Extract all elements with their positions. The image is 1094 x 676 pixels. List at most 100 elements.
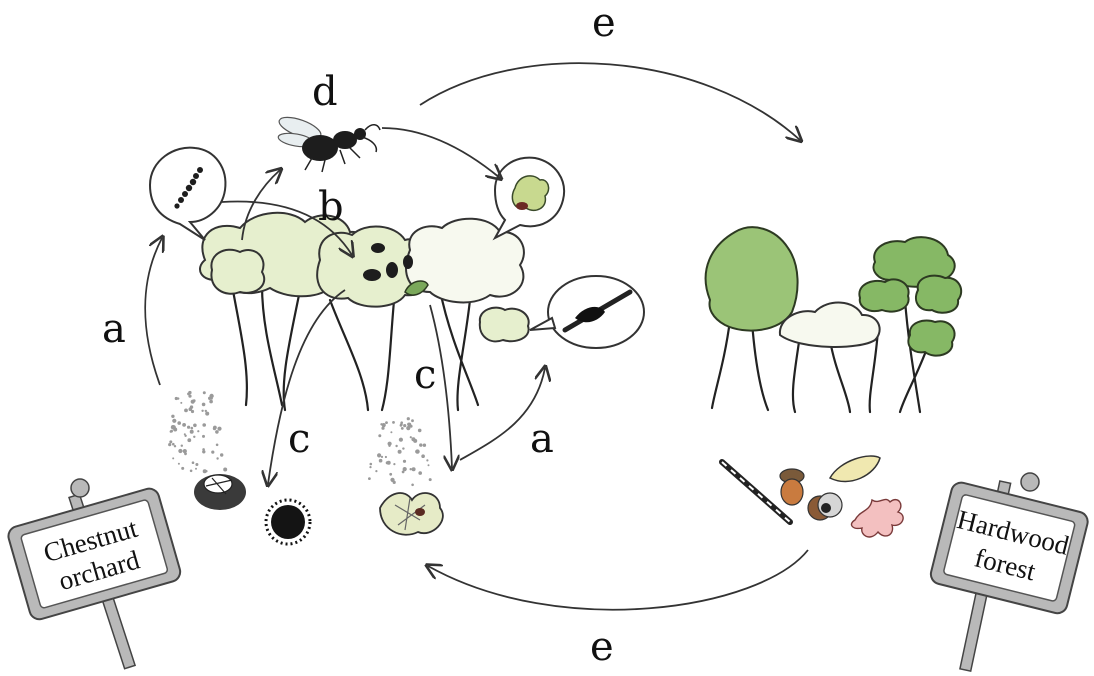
bubble-twig-canker: [530, 276, 644, 348]
stipple-dot: [429, 478, 432, 481]
stipple-dot: [403, 460, 406, 463]
label-c-left: c: [288, 416, 310, 462]
gall-icon: [512, 176, 548, 211]
pollen-dots-mid: [368, 417, 432, 486]
stipple-dot: [188, 395, 191, 398]
stipple-dot: [178, 449, 182, 453]
stipple-dot: [385, 456, 387, 458]
stipple-dot: [193, 424, 197, 428]
stipple-dot: [413, 439, 417, 443]
stipple-dot: [181, 445, 183, 447]
stipple-dot: [180, 402, 182, 404]
stipple-dot: [410, 436, 412, 438]
stipple-dot: [193, 399, 196, 402]
label-c-mid: c: [414, 352, 436, 398]
stipple-dot: [187, 426, 190, 429]
stipple-dot: [395, 445, 397, 447]
forest-twig-icon: [722, 462, 790, 522]
stipple-dot: [402, 447, 404, 449]
stipple-dot: [387, 461, 391, 465]
stipple-dot: [174, 445, 176, 447]
stipple-dot: [401, 427, 404, 430]
stipple-dot: [184, 433, 186, 435]
stipple-dot: [169, 440, 172, 443]
stipple-dot: [188, 391, 191, 394]
stipple-dot: [202, 403, 206, 407]
chestnut-orchard-trees: [200, 213, 529, 410]
stipple-dot: [390, 478, 394, 482]
stipple-dot: [216, 457, 218, 459]
stipple-dot: [378, 434, 381, 437]
stipple-dot: [428, 464, 430, 466]
stipple-dot: [426, 459, 428, 461]
stipple-dot: [398, 450, 402, 454]
stipple-dot: [407, 423, 410, 426]
stipple-dot: [389, 473, 392, 476]
hardwood-forest-trees: [706, 227, 962, 412]
stipple-dot: [190, 470, 193, 473]
stipple-dot: [400, 421, 403, 424]
stipple-dot: [187, 438, 191, 442]
stipple-dot: [393, 463, 395, 465]
stipple-dot: [213, 426, 217, 430]
label-d: d: [312, 69, 338, 115]
stipple-dot: [223, 468, 227, 472]
stipple-dot: [403, 424, 406, 427]
stipple-dot: [172, 419, 176, 423]
stipple-dot: [392, 421, 395, 424]
fallen-galls-leaves: [380, 493, 443, 535]
chestnut-bur-icon: [194, 474, 310, 544]
stipple-dot: [171, 415, 174, 418]
stipple-dot: [183, 449, 187, 453]
arrows: [145, 63, 808, 610]
stipple-dot: [418, 429, 422, 433]
stipple-dot: [220, 453, 223, 456]
stipple-dot: [388, 442, 392, 446]
stipple-dot: [177, 421, 181, 425]
stipple-dot: [370, 463, 373, 466]
stipple-dot: [184, 409, 188, 413]
stipple-dot: [211, 451, 214, 454]
stipple-dot: [217, 427, 221, 431]
sign-chestnut-orchard: Chestnut orchard: [6, 479, 182, 669]
label-a-right: a: [530, 416, 554, 462]
stipple-dot: [202, 448, 205, 451]
stipple-dot: [190, 430, 194, 434]
stipple-dot: [178, 463, 180, 465]
stipple-dot: [177, 397, 179, 399]
pollen-dots-left: [168, 391, 227, 473]
stipple-dot: [412, 467, 416, 471]
stipple-dot: [202, 435, 205, 438]
stipple-dot: [411, 419, 414, 422]
stipple-dot: [377, 453, 381, 457]
stipple-dot: [421, 454, 425, 458]
stipple-dot: [193, 436, 195, 438]
stipple-dot: [415, 449, 419, 453]
stipple-dot: [182, 423, 186, 427]
wasp-insect-icon: [277, 113, 380, 172]
stipple-dot: [191, 427, 194, 430]
oak-leaf-icon: [851, 499, 903, 537]
stipple-dot: [407, 417, 410, 420]
leaf-icon: [830, 456, 880, 481]
stipple-dot: [197, 430, 199, 432]
stipple-dot: [172, 443, 175, 446]
stipple-dot: [202, 423, 206, 427]
label-a-left: a: [102, 306, 126, 352]
stipple-dot: [189, 407, 193, 411]
stipple-dot: [172, 457, 174, 459]
bubble-catkin-larvae: [150, 148, 225, 240]
stipple-dot: [205, 470, 207, 472]
stipple-dot: [410, 468, 412, 470]
stipple-dot: [369, 466, 371, 468]
stipple-dot: [399, 438, 403, 442]
stipple-dot: [411, 484, 414, 487]
stipple-dot: [209, 400, 213, 404]
stipple-dot: [419, 443, 422, 446]
stipple-dot: [375, 470, 377, 472]
stipple-dot: [181, 467, 184, 470]
stipple-dot: [170, 430, 173, 433]
sign-hardwood-forest: Hardwood forest: [929, 473, 1090, 671]
stipple-dot: [408, 427, 410, 429]
